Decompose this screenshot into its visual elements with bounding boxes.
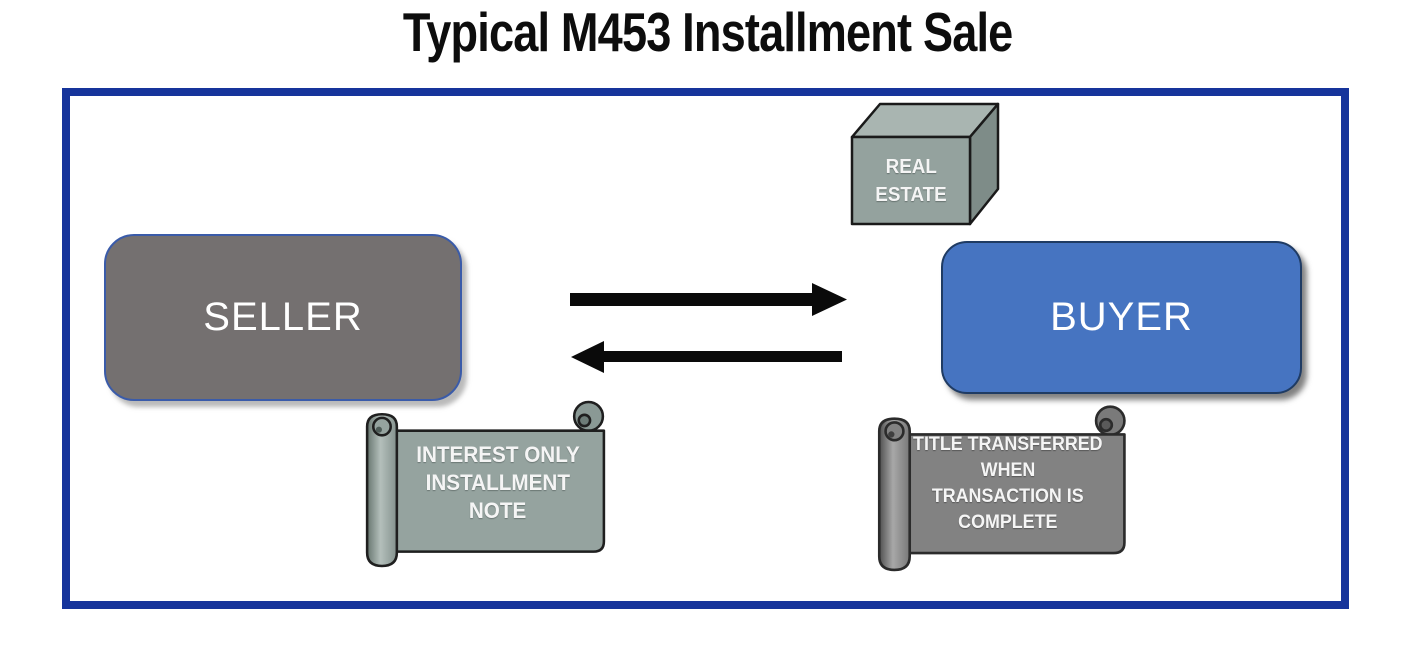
arrow-right-icon — [570, 283, 847, 316]
diagram-frame — [62, 88, 1349, 609]
scroll-left-tube — [365, 412, 399, 568]
title-transfer-line: TRANSACTION IS — [932, 486, 1084, 507]
scroll-top-roll-curl — [577, 413, 592, 428]
installment-note-text: INTEREST ONLY INSTALLMENT NOTE — [392, 438, 604, 528]
title-transfer-line: COMPLETE — [958, 512, 1058, 533]
seller-box: SELLER — [104, 234, 462, 401]
exchange-arrows — [570, 283, 847, 373]
title-transfer-scroll — [877, 405, 1126, 572]
scroll-tube-curl — [371, 416, 392, 437]
real-estate-line: ESTATE — [875, 184, 947, 206]
arrow-left-icon — [571, 341, 842, 373]
page-title: Typical M453 Installment Sale — [0, 0, 1416, 64]
scroll-sheet — [893, 433, 1126, 555]
scroll-sheet — [381, 429, 606, 553]
installment-note-scroll — [365, 400, 606, 568]
scroll-left-tube — [877, 417, 912, 572]
buyer-box: BUYER — [941, 241, 1302, 394]
cube-front-face — [850, 135, 972, 226]
note-line: INTEREST ONLY — [416, 442, 580, 467]
scroll-tube-curl-dot — [375, 426, 382, 433]
real-estate-line: REAL — [885, 156, 937, 178]
scroll-tube-curl-dot — [888, 431, 895, 438]
real-estate-label: REAL ESTATE — [852, 137, 970, 225]
real-estate-cube — [850, 102, 1000, 226]
note-line: NOTE — [469, 498, 527, 523]
title-transfer-line: TITLE TRANSFERRED — [913, 434, 1103, 455]
page-title-text: Typical M453 Installment Sale — [403, 1, 1013, 63]
title-transfer-line: WHEN — [980, 460, 1036, 481]
title-transfer-text: TITLE TRANSFERRED WHEN TRANSACTION IS CO… — [896, 430, 1120, 538]
note-line: INSTALLMENT — [425, 470, 571, 495]
seller-label: SELLER — [203, 295, 363, 339]
scroll-top-roll-curl — [1098, 417, 1114, 433]
buyer-label: BUYER — [1050, 295, 1193, 339]
